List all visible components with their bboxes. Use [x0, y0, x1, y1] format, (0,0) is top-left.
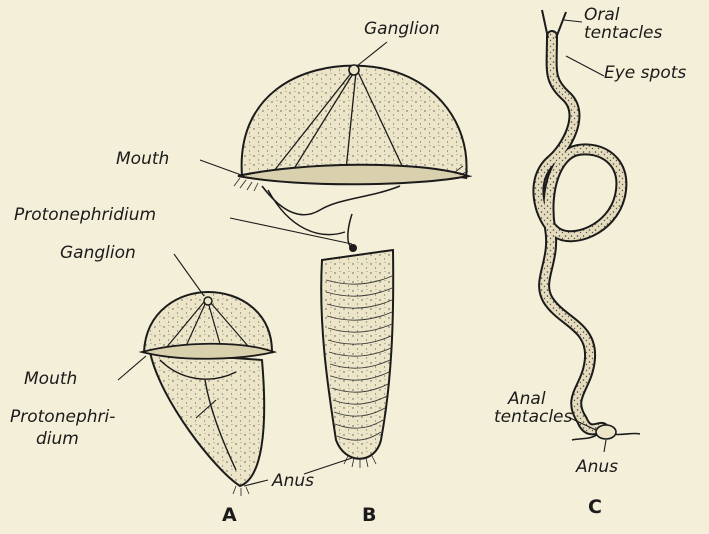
panel-letter-b: B — [362, 504, 376, 526]
specimen-b-ganglion — [349, 65, 359, 75]
a-ganglion-label: Ganglion — [60, 244, 136, 263]
specimen-b-nephridiopore — [349, 244, 357, 252]
panel-letter-c: C — [588, 496, 602, 518]
a-protonephridium-label-line1: Protonephri- — [10, 408, 115, 427]
c-eye-spots-label: Eye spots — [604, 64, 686, 83]
c-oral-tentacles-label-line2: tentacles — [584, 24, 662, 43]
a-mouth-label: Mouth — [24, 370, 77, 389]
b-mouth-label: Mouth — [116, 150, 169, 169]
specimen-c-anus — [596, 425, 616, 439]
specimen-a-ganglion — [204, 297, 212, 305]
a-protonephridium-label-line2: dium — [36, 430, 79, 449]
specimen-a-body — [150, 352, 264, 486]
b-ganglion-label: Ganglion — [364, 20, 440, 39]
c-anus-label: Anus — [576, 458, 618, 477]
a-anus-label: Anus — [272, 472, 314, 491]
specimen-b-protonephridium — [348, 214, 352, 246]
c-anal-tentacles-label-line2: tentacles — [494, 408, 572, 427]
panel-letter-a: A — [222, 504, 237, 526]
b-protonephridium-label: Protonephridium — [14, 206, 156, 225]
specimen-b-dome — [242, 66, 467, 178]
specimen-a-anal-cilia — [233, 486, 249, 496]
specimen-a — [118, 254, 352, 496]
